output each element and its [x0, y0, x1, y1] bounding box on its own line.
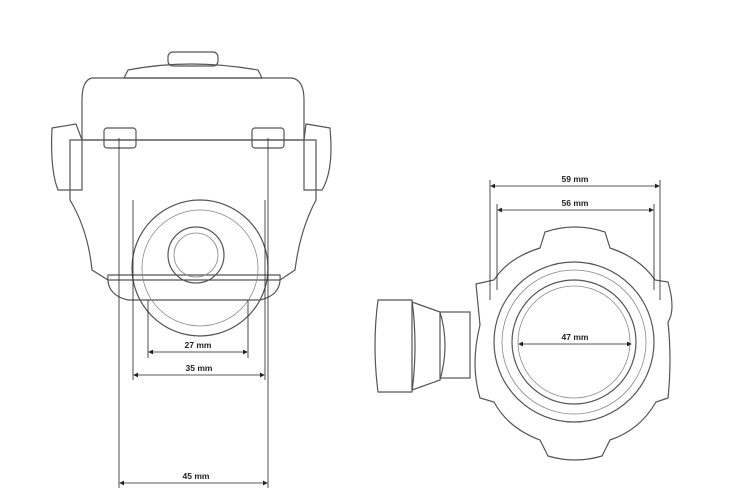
valve-side-view	[51, 51, 332, 337]
dimension-label: 47 mm	[562, 332, 589, 342]
dimension-56mm: 56 mm	[497, 198, 654, 213]
dimension-45mm: 45 mm	[119, 471, 268, 486]
dimension-47mm: 47 mm	[518, 332, 632, 347]
dimension-59mm: 59 mm	[490, 174, 660, 189]
dimension-label: 45 mm	[183, 471, 210, 481]
dimension-label: 59 mm	[562, 174, 589, 184]
left-extension-lines	[118, 138, 269, 488]
right-extension-lines	[489, 180, 661, 300]
valve-bottom-view	[374, 226, 673, 461]
dimension-label: 35 mm	[186, 363, 213, 373]
dimension-label: 56 mm	[562, 198, 589, 208]
dimension-label: 27 mm	[185, 340, 212, 350]
dimension-35mm: 35 mm	[133, 363, 265, 378]
dimension-27mm: 27 mm	[148, 340, 248, 355]
